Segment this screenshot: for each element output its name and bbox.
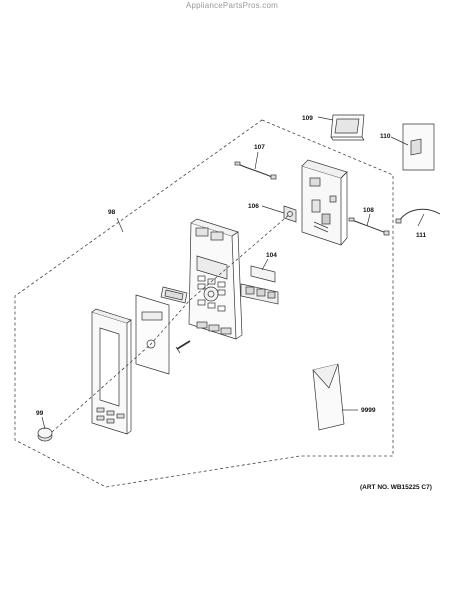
label-9999: 9999 bbox=[361, 407, 376, 414]
leader-109 bbox=[317, 116, 334, 121]
leader-107 bbox=[254, 151, 259, 170]
part-control-board-frame bbox=[301, 159, 348, 246]
leader-104 bbox=[261, 258, 269, 271]
assembly-boundary bbox=[14, 119, 394, 488]
leader-108 bbox=[366, 213, 371, 227]
part-front-panel bbox=[91, 308, 132, 435]
part-overlay-membrane bbox=[135, 294, 170, 375]
leader-110 bbox=[390, 136, 409, 146]
label-108: 108 bbox=[363, 207, 374, 214]
label-109: 109 bbox=[302, 115, 313, 122]
keypad-buttons bbox=[197, 275, 226, 312]
label-99: 99 bbox=[36, 410, 44, 417]
part-107-wire-harness bbox=[234, 161, 277, 180]
part-main-control-panel bbox=[188, 218, 243, 340]
part-small-window bbox=[160, 286, 188, 304]
part-104-board bbox=[240, 265, 279, 305]
part-108-wire-harness bbox=[348, 217, 390, 236]
label-111: 111 bbox=[416, 232, 427, 239]
part-99-knob bbox=[37, 427, 53, 442]
leader-98 bbox=[116, 217, 124, 233]
art-number: (ART NO. WB15225 C7) bbox=[360, 484, 432, 491]
label-110: 110 bbox=[380, 133, 391, 140]
leader-99 bbox=[41, 416, 46, 430]
label-98: 98 bbox=[108, 209, 116, 216]
part-9999-manual bbox=[312, 363, 345, 431]
part-109-display-window bbox=[330, 114, 365, 141]
label-104: 104 bbox=[266, 252, 277, 259]
watermark-text: AppliancePartsPros.com bbox=[186, 1, 278, 10]
part-106-component bbox=[283, 205, 297, 223]
label-106: 106 bbox=[248, 203, 259, 210]
part-110-label-plate bbox=[402, 123, 435, 171]
leader-111 bbox=[417, 213, 425, 227]
label-107: 107 bbox=[254, 144, 265, 151]
part-111-cable bbox=[395, 208, 441, 224]
leader-106 bbox=[261, 205, 285, 214]
part-spindle bbox=[175, 340, 191, 354]
